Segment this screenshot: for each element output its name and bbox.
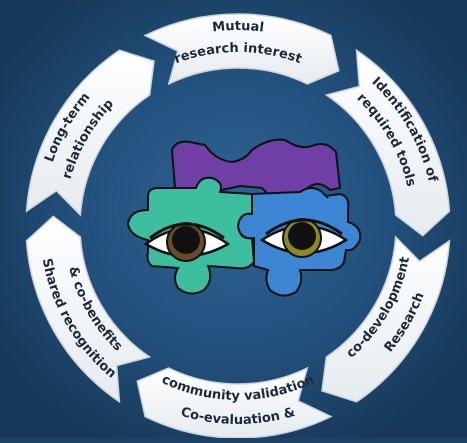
- cycle-arrows-group: [25, 13, 451, 439]
- center-graphic: [126, 138, 362, 297]
- cycle-arrow-identification-of-required-tools: [324, 48, 451, 237]
- cycle-arrow-co-evaluation-community-validation: [136, 366, 333, 439]
- cycle-arrow-research-co-development: [321, 235, 451, 403]
- cycle-arrow-long-term-relationship: [25, 49, 155, 217]
- cycle-arrow-mutual-research-interest: [143, 13, 340, 86]
- stage-label-mutual-research-interest-line-1: Mutual: [212, 19, 265, 36]
- eye-right-icon: [259, 218, 349, 258]
- stage-label-text: Mutual: [212, 19, 265, 36]
- eye-left-icon: [143, 222, 231, 262]
- cycle-arrow-shared-recognition-co-benefits: [25, 215, 152, 404]
